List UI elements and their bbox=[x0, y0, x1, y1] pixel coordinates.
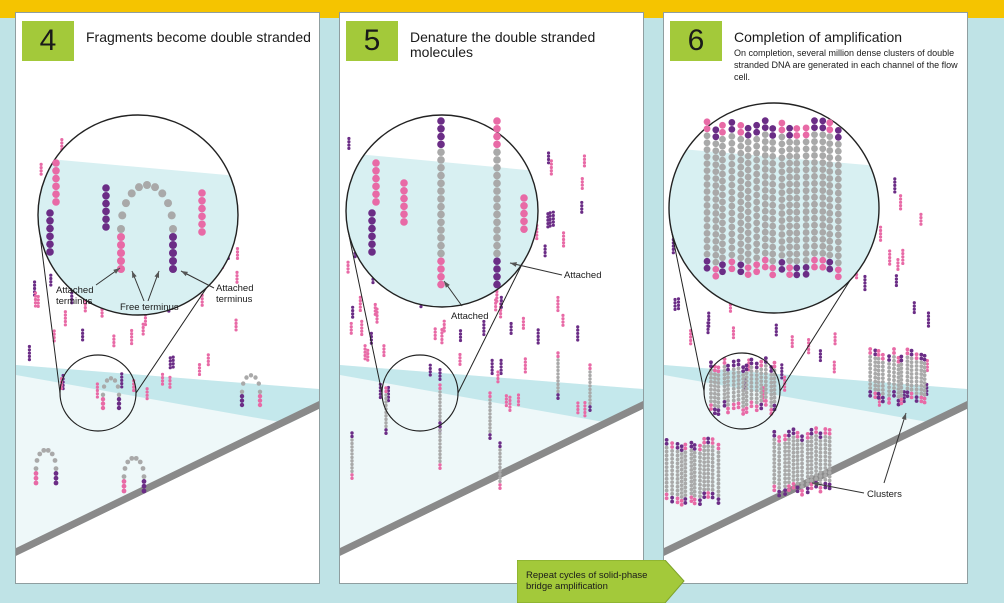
surface-strand bbox=[142, 323, 145, 336]
surface-strand bbox=[556, 296, 559, 312]
surface-strand bbox=[434, 327, 437, 340]
surface-strand bbox=[549, 211, 552, 227]
label-free-terminus: Free terminus bbox=[120, 302, 200, 313]
panel-step-5: 5 Denature the double stranded molecules… bbox=[339, 12, 644, 584]
surface-strand bbox=[524, 357, 527, 373]
surface-strand bbox=[901, 249, 904, 265]
surface-strand bbox=[96, 382, 99, 398]
surface-strand bbox=[919, 213, 922, 226]
label-attached-right: Attached bbox=[564, 270, 624, 281]
surface-strand bbox=[833, 332, 836, 345]
surface-strand bbox=[863, 275, 866, 291]
surface-strand bbox=[366, 349, 369, 362]
surface-strand bbox=[360, 320, 363, 336]
surface-strand bbox=[576, 325, 579, 341]
repeat-cycles-banner: Repeat cycles of solid-phase bridge ampl… bbox=[517, 560, 685, 603]
surface-strand bbox=[913, 301, 916, 314]
surface-strand bbox=[112, 334, 115, 347]
label-clusters: Clusters bbox=[867, 489, 927, 500]
surface-strand bbox=[363, 344, 366, 360]
surface-strand bbox=[482, 320, 485, 336]
label-attached-terminus-right: Attached terminus bbox=[216, 283, 274, 305]
surface-strand bbox=[28, 345, 31, 361]
surface-strand bbox=[169, 356, 172, 369]
surface-strand bbox=[561, 314, 564, 327]
surface-strand bbox=[580, 201, 583, 214]
surface-strand bbox=[879, 226, 882, 242]
surface-strand bbox=[888, 249, 891, 265]
step-title: Completion of amplification bbox=[734, 30, 962, 45]
banner-text: Repeat cycles of solid-phase bridge ampl… bbox=[526, 570, 666, 592]
surface-strand bbox=[895, 274, 898, 287]
surface-strand bbox=[491, 359, 494, 375]
surface-strand bbox=[350, 322, 353, 335]
surface-strand bbox=[537, 328, 540, 344]
surface-strand bbox=[583, 401, 586, 417]
surface-strand bbox=[429, 364, 432, 377]
surface-strand bbox=[172, 356, 175, 369]
panel-step-4: 4 Fragments become double stranded Attac… bbox=[15, 12, 320, 584]
panel-step-6: 6 Completion of amplification On complet… bbox=[663, 12, 968, 584]
surface-strand bbox=[40, 163, 43, 176]
surface-strand bbox=[382, 344, 385, 357]
surface-strand bbox=[458, 353, 461, 366]
surface-strand bbox=[677, 297, 680, 310]
label-attached-terminus-left: Attached terminus bbox=[56, 285, 116, 307]
surface-strand bbox=[120, 372, 123, 388]
surface-strand bbox=[833, 360, 836, 373]
step-5-illustration bbox=[340, 13, 643, 583]
surface-strand bbox=[499, 359, 502, 375]
surface-strand bbox=[926, 359, 929, 372]
surface-strand bbox=[896, 258, 899, 271]
surface-strand bbox=[550, 159, 553, 175]
surface-strand bbox=[347, 137, 350, 150]
surface-strand bbox=[49, 274, 52, 287]
surface-strand bbox=[234, 318, 237, 331]
label-attached-bottom: Attached bbox=[451, 311, 511, 322]
surface-strand bbox=[508, 396, 511, 412]
surface-strand bbox=[927, 311, 930, 327]
surface-strand bbox=[496, 370, 499, 383]
surface-strand bbox=[198, 363, 201, 376]
surface-strand bbox=[732, 326, 735, 339]
surface-strand bbox=[547, 151, 550, 164]
step-title: Fragments become double stranded bbox=[86, 30, 314, 45]
surface-strand bbox=[522, 317, 525, 330]
surface-strand bbox=[235, 271, 238, 284]
zoom-strand bbox=[520, 194, 528, 233]
surface-strand bbox=[459, 329, 462, 342]
surface-strand bbox=[562, 231, 565, 247]
surface-strand bbox=[583, 154, 586, 167]
surface-strand bbox=[552, 211, 555, 227]
step-number-badge: 5 bbox=[346, 21, 398, 61]
surface-strand bbox=[791, 335, 794, 348]
step-title: Denature the double stranded molecules bbox=[410, 30, 638, 60]
surface-strand bbox=[775, 323, 778, 336]
surface-strand bbox=[207, 353, 210, 366]
surface-strand bbox=[819, 349, 822, 362]
surface-strand bbox=[780, 363, 783, 379]
step-number-badge: 4 bbox=[22, 21, 74, 61]
surface-strand bbox=[346, 261, 349, 274]
surface-strand bbox=[236, 247, 239, 260]
surface-strand bbox=[893, 177, 896, 193]
surface-strand bbox=[440, 328, 443, 344]
surface-strand bbox=[510, 322, 513, 335]
surface-strand bbox=[130, 329, 133, 345]
surface-strand bbox=[375, 307, 378, 323]
surface-strand bbox=[359, 296, 362, 312]
surface-strand bbox=[81, 328, 84, 341]
surface-strand bbox=[544, 244, 547, 257]
surface-strand bbox=[351, 306, 354, 319]
surface-strand bbox=[64, 310, 67, 326]
surface-strand bbox=[34, 291, 37, 307]
surface-strand bbox=[581, 177, 584, 190]
surface-strand bbox=[673, 298, 676, 311]
surface-strand bbox=[37, 295, 40, 308]
step-description: On completion, several million dense clu… bbox=[734, 47, 959, 83]
step-number-badge: 6 bbox=[670, 21, 722, 61]
surface-strand bbox=[899, 194, 902, 210]
